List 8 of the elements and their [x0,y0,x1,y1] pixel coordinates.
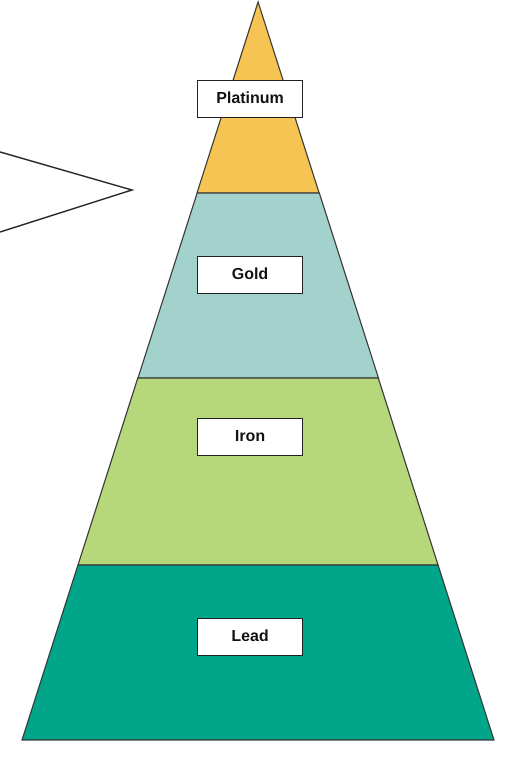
pyramid-tier [196,2,320,193]
pyramid-tier [78,378,438,565]
tier-label: Gold [196,256,303,294]
tier-label: Iron [196,418,303,456]
tier-label: Lead [197,618,303,656]
tier-label: Platinum [196,80,303,118]
pyramid-tier [138,193,378,378]
pyramid-tier [22,565,494,740]
